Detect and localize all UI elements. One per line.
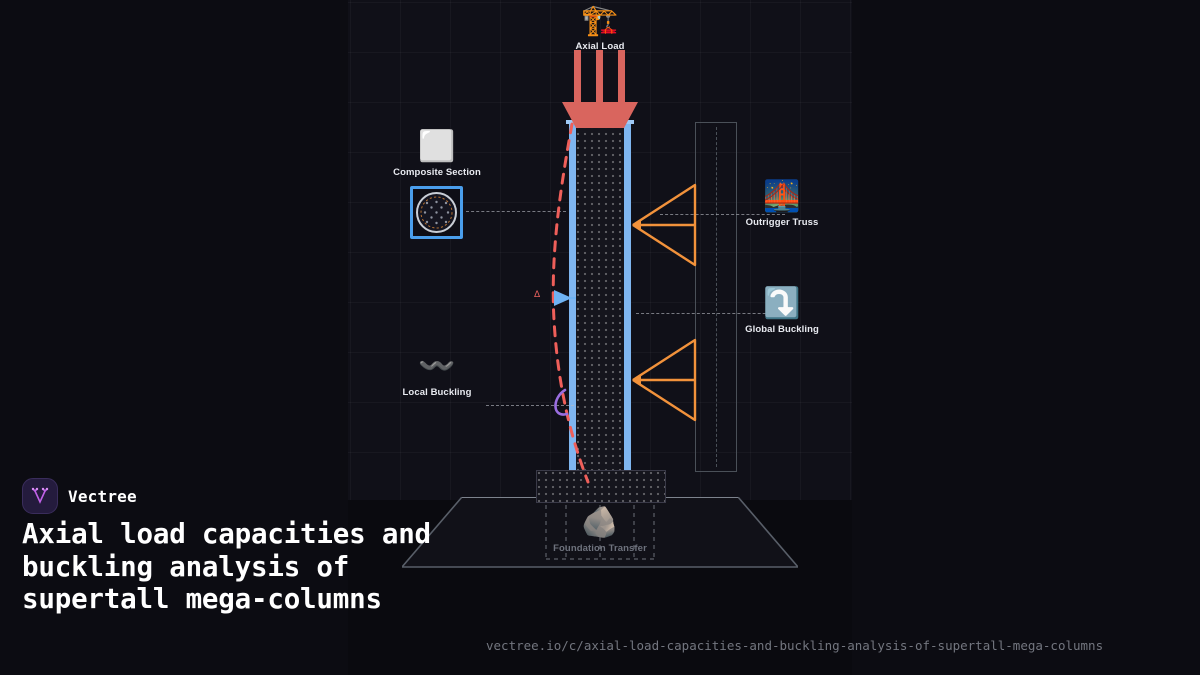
- node-label-axial-load: Axial Load: [575, 41, 625, 52]
- deflection-delta-symbol: Δ: [534, 290, 541, 300]
- node-label-local-buckling: Local Buckling: [402, 387, 472, 398]
- foundation-mat: [536, 470, 666, 503]
- page-url: vectree.io/c/axial-load-capacities-and-b…: [486, 638, 1104, 653]
- node-axial-load[interactable]: 🏗️ Axial Load: [540, 4, 660, 52]
- connector-composite-section: [466, 211, 566, 212]
- left-background-panel: [0, 0, 348, 675]
- core-wall-centerline: [716, 127, 717, 467]
- core-wall-outline: [695, 122, 737, 472]
- node-global-buckling[interactable]: ⤵️ Global Buckling: [722, 287, 842, 335]
- page-title: Axial load capacities and buckling analy…: [22, 518, 431, 615]
- brand-block: Vectree: [22, 478, 137, 514]
- brand-name: Vectree: [68, 486, 137, 506]
- connector-global-buckling: [636, 313, 786, 314]
- vectree-v-logo-icon: [22, 478, 58, 514]
- white-square-icon: ⬜: [418, 130, 456, 163]
- node-label-global-buckling: Global Buckling: [745, 324, 819, 335]
- column-concrete-core: [576, 124, 624, 470]
- arrow-right-hook-icon: ⤵️: [763, 287, 801, 320]
- node-label-outrigger-truss: Outrigger Truss: [745, 217, 819, 228]
- node-outrigger-truss[interactable]: 🌉 Outrigger Truss: [722, 180, 842, 228]
- outrigger-truss-lower[interactable]: [631, 337, 697, 423]
- right-background-panel: [852, 0, 1200, 675]
- axial-load-arrow: [562, 50, 638, 128]
- construction-crane-icon: 🏗️: [581, 4, 619, 37]
- connector-outrigger-truss: [660, 214, 785, 215]
- buckled-shape-curve: [551, 122, 590, 484]
- pile-group: [545, 497, 655, 560]
- column-steel-flange-right: [624, 124, 631, 470]
- node-composite-section[interactable]: ⬜ Composite Section: [377, 130, 497, 178]
- rock-icon: 🪨: [581, 506, 619, 539]
- connector-local-buckling: [486, 405, 574, 406]
- wavy-dash-icon: 〰️: [418, 350, 456, 383]
- outrigger-truss-upper[interactable]: [631, 182, 697, 268]
- bridge-at-night-icon: 🌉: [763, 180, 801, 213]
- node-local-buckling[interactable]: 〰️ Local Buckling: [377, 350, 497, 398]
- node-label-composite-section: Composite Section: [393, 167, 481, 178]
- node-foundation-transfer[interactable]: 🪨 Foundation Transfer: [540, 506, 660, 554]
- node-label-foundation-transfer: Foundation Transfer: [553, 543, 647, 554]
- cross-section-thumbnail[interactable]: [410, 186, 463, 239]
